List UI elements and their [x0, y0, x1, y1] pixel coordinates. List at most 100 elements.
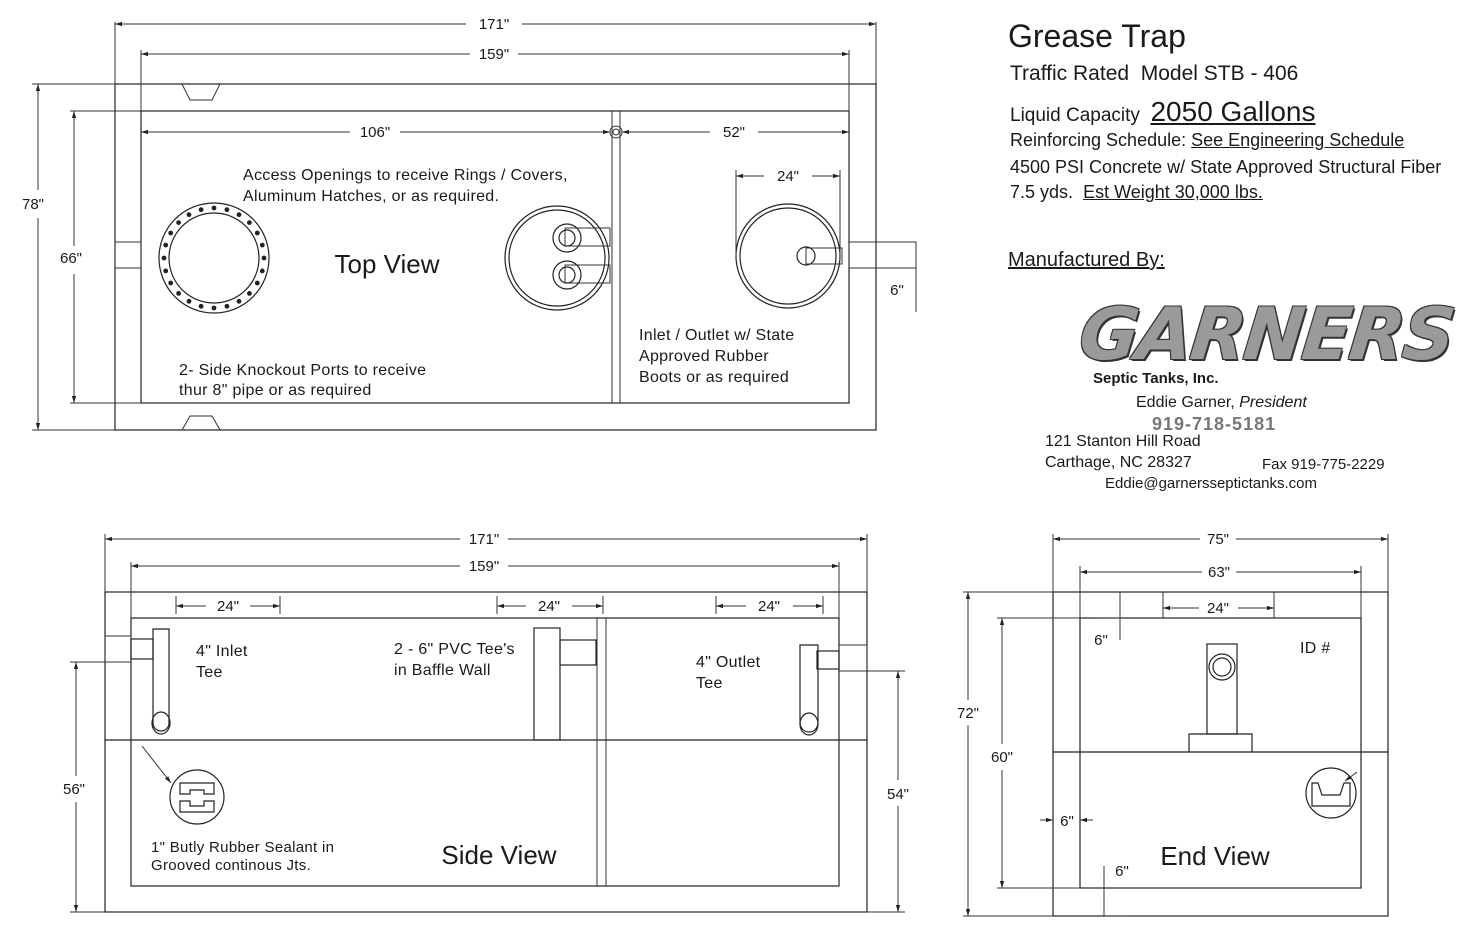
capacity-value: 2050 Gallons — [1150, 96, 1316, 127]
bolt-holes — [161, 205, 267, 311]
top-view-label: Top View — [334, 249, 439, 279]
side-dim-24-mid: 24" — [538, 598, 560, 615]
address-line2: Carthage, NC 28327 — [1045, 454, 1192, 471]
knockout-note-line1: 2- Side Knockout Ports to receive — [179, 362, 426, 379]
outlet-tee-note-line1: 4" Outlet — [696, 654, 761, 671]
pvc-note-line1: 2 - 6" PVC Tee's — [394, 641, 515, 658]
end-view: 75" 63" 24" 6" 72" 60" 6" 6" End View ID… — [957, 531, 1389, 917]
bolt-hole — [224, 303, 230, 309]
end-dim-72: 72" — [957, 705, 979, 722]
end-dim-75: 75" — [1207, 531, 1229, 548]
side-view: 171" 159" 24" 24" 24" 56" 54" Side View … — [63, 531, 909, 913]
top-dim-24: 24" — [777, 168, 799, 185]
bolt-hole — [236, 212, 242, 218]
top-view: 171" 159" 106" 52" 24" 78" 66" 6" Top Vi… — [22, 16, 917, 431]
president-title: President — [1239, 394, 1307, 411]
end-dim-24: 24" — [1207, 600, 1229, 617]
estimated-weight: Est Weight 30,000 lbs. — [1083, 182, 1263, 202]
side-dim-171: 171" — [469, 531, 499, 548]
bolt-hole — [247, 291, 252, 296]
side-dim-54: 54" — [887, 786, 909, 803]
baffle-access-opening — [504, 205, 610, 311]
inlet-tee — [152, 628, 170, 732]
bolt-hole — [186, 212, 192, 218]
pvc-note-line2: in Baffle Wall — [394, 662, 491, 679]
bolt-hole — [186, 298, 192, 304]
manufactured-by: Manufactured By: — [1008, 249, 1165, 271]
side-dim-159: 159" — [469, 558, 499, 575]
title: Grease Trap — [1008, 18, 1186, 54]
bolt-hole — [254, 280, 260, 286]
sealant-joint-detail — [169, 769, 225, 825]
side-dim-24-left: 24" — [217, 598, 239, 615]
model-number: Model STB - 406 — [1140, 62, 1299, 85]
concrete-spec: 4500 PSI Concrete w/ State Approved Stru… — [1010, 157, 1442, 177]
inlet-note-line3: Boots or as required — [639, 369, 789, 386]
side-dim-24-right: 24" — [758, 598, 780, 615]
president-name: Eddie Garner, — [1136, 394, 1235, 411]
bolt-hole — [261, 255, 267, 261]
capacity-label: Liquid Capacity — [1010, 105, 1140, 126]
bolt-hole — [259, 268, 265, 274]
bolt-hole — [176, 220, 182, 226]
phone: 919-718-5181 — [1152, 414, 1277, 434]
end-inner-wall — [1079, 617, 1362, 889]
reinforcing-line: Reinforcing Schedule: See Engineering Sc… — [1010, 130, 1404, 151]
yards: 7.5 yds. — [1010, 182, 1074, 202]
reinforcing-label: Reinforcing Schedule: — [1010, 130, 1187, 150]
bolt-hole — [198, 303, 204, 309]
knockout-note-line2: thur 8" pipe or as required — [179, 382, 372, 399]
top-dim-159: 159" — [479, 46, 509, 63]
bolt-hole — [168, 230, 174, 236]
id-label: ID # — [1300, 640, 1331, 657]
bolt-hole — [161, 255, 167, 261]
address-line1: 121 Stanton Hill Road — [1045, 433, 1201, 450]
bolt-hole — [254, 230, 260, 236]
bolt-hole — [211, 205, 217, 211]
garners-logo: GARNERS — [1075, 292, 1458, 376]
end-dim-6-top: 6" — [1094, 632, 1108, 649]
side-dim-56: 56" — [63, 781, 85, 798]
access-note-line2: Aluminum Hatches, or as required. — [243, 188, 499, 205]
side-view-label: Side View — [441, 840, 556, 870]
top-dim-66: 66" — [60, 250, 82, 267]
top-dim-52: 52" — [723, 124, 745, 141]
bolt-hole — [236, 298, 242, 304]
end-dim-60: 60" — [991, 749, 1013, 766]
reinforcing-value: See Engineering Schedule — [1191, 130, 1405, 150]
inlet-tee-note-line2: Tee — [196, 664, 223, 681]
yards-weight-line: 7.5 yds. Est Weight 30,000 lbs. — [1010, 182, 1263, 203]
inlet-tee-note-line1: 4" Inlet — [196, 643, 248, 660]
end-dim-6-side: 6" — [1060, 813, 1074, 830]
top-dim-171: 171" — [479, 16, 509, 33]
inlet-note-line2: Approved Rubber — [639, 348, 769, 365]
bolt-hole — [211, 305, 217, 311]
end-dim-63: 63" — [1208, 564, 1230, 581]
bolt-hole — [247, 220, 252, 226]
outlet-access-opening — [735, 203, 841, 309]
bolt-hole — [198, 207, 204, 213]
traffic-rated: Traffic Rated — [1010, 62, 1130, 85]
end-dim-6-bottom: 6" — [1115, 863, 1129, 880]
access-note-line1: Access Openings to receive Rings / Cover… — [243, 167, 568, 184]
top-dim-78: 78" — [22, 196, 44, 213]
president-line: Eddie Garner, President — [1136, 394, 1307, 412]
side-inner-wall — [130, 617, 840, 887]
capacity-line: Liquid Capacity 2050 Gallons — [1010, 96, 1316, 128]
sealant-note-line1: 1" Butly Rubber Sealant in — [151, 839, 334, 856]
bolt-hole — [259, 242, 265, 248]
side-outer-wall — [104, 591, 868, 913]
sealant-note-line2: Grooved continous Jts. — [151, 857, 311, 874]
bolt-hole — [163, 242, 169, 248]
email: Eddie@garnersseptictanks.com — [1105, 475, 1317, 492]
traffic-model-line: Traffic Rated Model STB - 406 — [1010, 62, 1298, 86]
bolt-hole — [176, 291, 182, 296]
outlet-tee-note-line2: Tee — [696, 675, 723, 692]
top-dim-6: 6" — [890, 282, 904, 299]
company-name: Septic Tanks, Inc. — [1093, 370, 1219, 387]
end-view-label: End View — [1160, 841, 1270, 871]
end-joint-detail — [1305, 767, 1357, 819]
top-dim-106: 106" — [360, 124, 390, 141]
end-outer-wall — [1052, 591, 1389, 917]
